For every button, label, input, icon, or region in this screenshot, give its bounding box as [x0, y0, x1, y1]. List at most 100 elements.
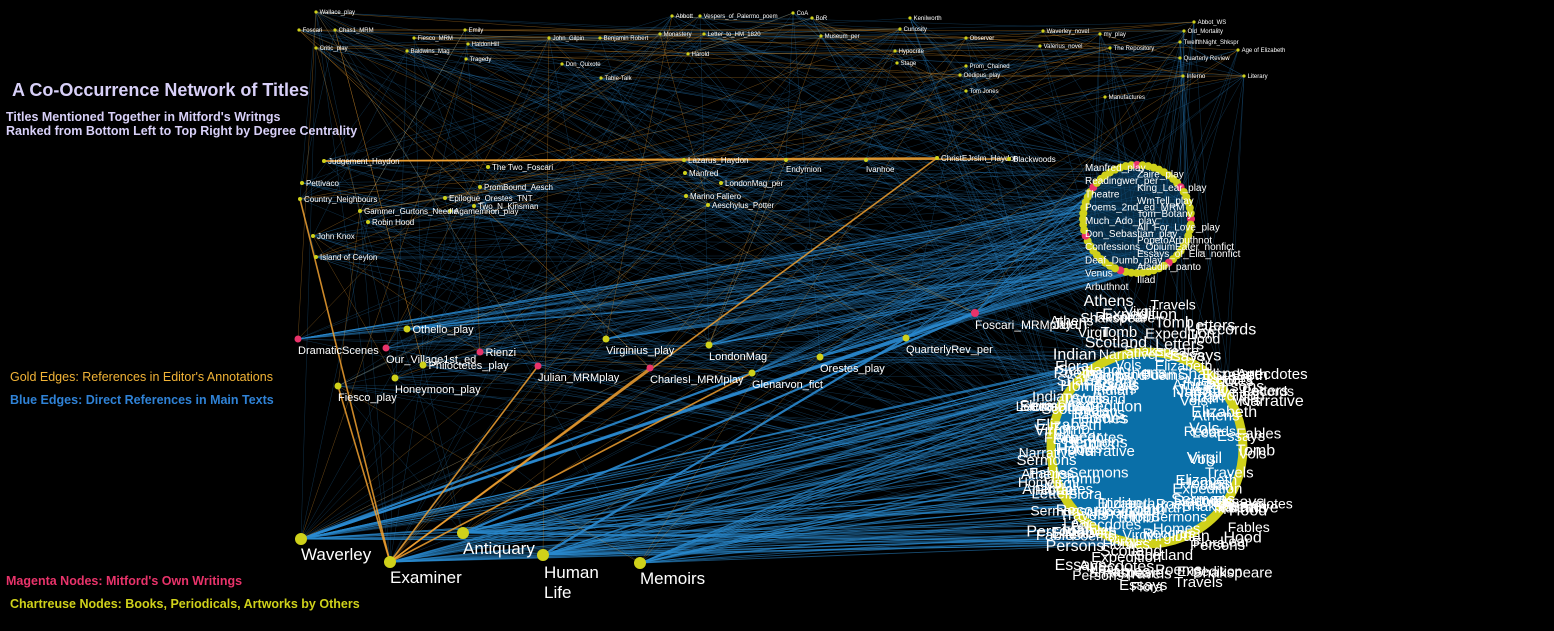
node-literary[interactable] — [1242, 74, 1246, 78]
ring-node[interactable] — [1187, 215, 1195, 223]
gold-edge — [671, 15, 1111, 49]
ring-node[interactable] — [1186, 209, 1195, 218]
node-table-talk[interactable] — [599, 76, 603, 80]
node-orestes-tnt[interactable] — [443, 196, 447, 200]
node-kenilworth[interactable] — [908, 16, 912, 20]
node-pettivaco[interactable] — [300, 181, 304, 185]
node-curiosity[interactable] — [898, 27, 902, 31]
ring-node[interactable] — [1079, 215, 1087, 224]
blue-edge — [542, 352, 1136, 556]
node-emily[interactable] — [463, 28, 467, 32]
node-vespers-of-palermo-poem[interactable] — [698, 14, 702, 18]
node-two-foscari[interactable] — [486, 165, 490, 169]
ring-node[interactable] — [1132, 161, 1141, 169]
blue-edge — [659, 17, 911, 35]
node-honeymoon-play[interactable] — [391, 374, 399, 382]
node-antiquary[interactable] — [457, 527, 469, 539]
node-foscari[interactable] — [297, 28, 301, 32]
node-humanlife[interactable] — [537, 549, 549, 561]
node-abbott[interactable] — [670, 14, 674, 18]
node-ceylon[interactable] — [314, 255, 318, 259]
node-memoirs[interactable] — [634, 557, 646, 569]
node-don-quixote[interactable] — [560, 62, 564, 66]
ring-node[interactable] — [1127, 161, 1136, 170]
node-quarterly-review[interactable] — [1178, 56, 1182, 60]
node-robin-hood[interactable] — [366, 220, 370, 224]
node-bor[interactable] — [810, 16, 814, 20]
node-fiesco-mrm[interactable] — [412, 36, 416, 40]
large-ring-node-band[interactable] — [1046, 347, 1248, 549]
node-benjamin-robert[interactable] — [598, 36, 602, 40]
cluster-node-label: Flora — [1055, 358, 1090, 375]
gold-edge — [599, 37, 689, 55]
node-agamemnon-play[interactable] — [448, 209, 452, 213]
node-coa[interactable] — [791, 11, 795, 15]
node-old-mortality[interactable] — [1182, 29, 1186, 33]
node-judgement-haydon[interactable] — [322, 159, 326, 163]
node-abbot-ws[interactable] — [1192, 20, 1196, 24]
node-hypocrite[interactable] — [893, 49, 897, 53]
node-manfred[interactable] — [683, 171, 687, 175]
node-inferno[interactable] — [1181, 74, 1185, 78]
node-observer[interactable] — [964, 36, 968, 40]
node-john-gilpin[interactable] — [547, 36, 551, 40]
node-virginius-play[interactable] — [602, 335, 610, 343]
node-tragedy[interactable] — [464, 57, 468, 61]
node-endymion[interactable] — [784, 158, 788, 162]
node-marino-faliero[interactable] — [684, 194, 688, 198]
node-valerius-novel[interactable] — [1038, 44, 1042, 48]
node-chas1-mrm[interactable] — [333, 28, 337, 32]
node-londonmag-per[interactable] — [719, 181, 723, 185]
ring-node[interactable] — [1138, 268, 1147, 277]
node-fiesco-play[interactable] — [334, 382, 342, 390]
node-orestes-play[interactable] — [816, 353, 824, 361]
node-londonmag[interactable] — [705, 341, 713, 349]
ring-node[interactable] — [1133, 269, 1142, 277]
node-philoctetes-play[interactable] — [419, 361, 427, 369]
node-othello-play[interactable] — [403, 325, 411, 333]
node-christejrslm-haydon[interactable] — [935, 156, 939, 160]
node-my-play[interactable] — [1098, 32, 1102, 36]
node-blackwoods[interactable] — [1007, 157, 1011, 161]
node-gammer-gurtons-needle[interactable] — [358, 209, 362, 213]
node-museum-per[interactable] — [819, 34, 823, 38]
ring-node[interactable] — [1079, 220, 1088, 229]
blue-edge — [297, 218, 1084, 340]
node-dramaticscenes[interactable] — [294, 335, 302, 343]
node-twelfthnight[interactable] — [1178, 40, 1182, 44]
node-john-knox[interactable] — [311, 234, 315, 238]
node-foscari-mrmplay[interactable] — [971, 309, 979, 317]
node-wallace-play[interactable] — [314, 10, 318, 14]
node-monastery[interactable] — [658, 32, 662, 36]
node-prombound-aesch[interactable] — [478, 185, 482, 189]
node-baldwins-mag[interactable] — [405, 49, 409, 53]
node-rienzi[interactable] — [476, 348, 484, 356]
node-repository[interactable] — [1108, 46, 1112, 50]
node-label: my_play — [1104, 32, 1126, 38]
node-haldonhill[interactable] — [466, 42, 470, 46]
node-quarterlyrev-per[interactable] — [902, 334, 910, 342]
node-two-n-kinsman[interactable] — [472, 204, 476, 208]
node-glenarvon-fict[interactable] — [748, 369, 756, 377]
node-stage[interactable] — [895, 61, 899, 65]
node-waverley[interactable] — [295, 533, 307, 545]
blue-edge — [359, 159, 685, 212]
node-critic-play[interactable] — [314, 46, 318, 50]
node-manufactures[interactable] — [1103, 95, 1107, 99]
node-prom-chained[interactable] — [964, 64, 968, 68]
node-aeschylus-potter[interactable] — [706, 203, 710, 207]
node-charlesi-mrmplay[interactable] — [646, 364, 654, 372]
node-oedipus-play[interactable] — [958, 73, 962, 77]
node-waverley-novel[interactable] — [1041, 29, 1045, 33]
node-harold[interactable] — [686, 52, 690, 56]
node-letter-to-hm-1820[interactable] — [702, 32, 706, 36]
node-examiner[interactable] — [384, 556, 396, 568]
node-tom-jones[interactable] — [964, 89, 968, 93]
node-country-neighbours[interactable] — [298, 197, 302, 201]
node-our-village1st-ed[interactable] — [382, 344, 390, 352]
node-ivanhoe[interactable] — [864, 158, 868, 162]
node-label: TwelfthNight_Shkspr — [1184, 40, 1239, 46]
node-julian-mrmplay[interactable] — [534, 362, 542, 370]
node-lazarus-haydon[interactable] — [682, 158, 686, 162]
node-age-of-elizabeth[interactable] — [1236, 48, 1240, 52]
